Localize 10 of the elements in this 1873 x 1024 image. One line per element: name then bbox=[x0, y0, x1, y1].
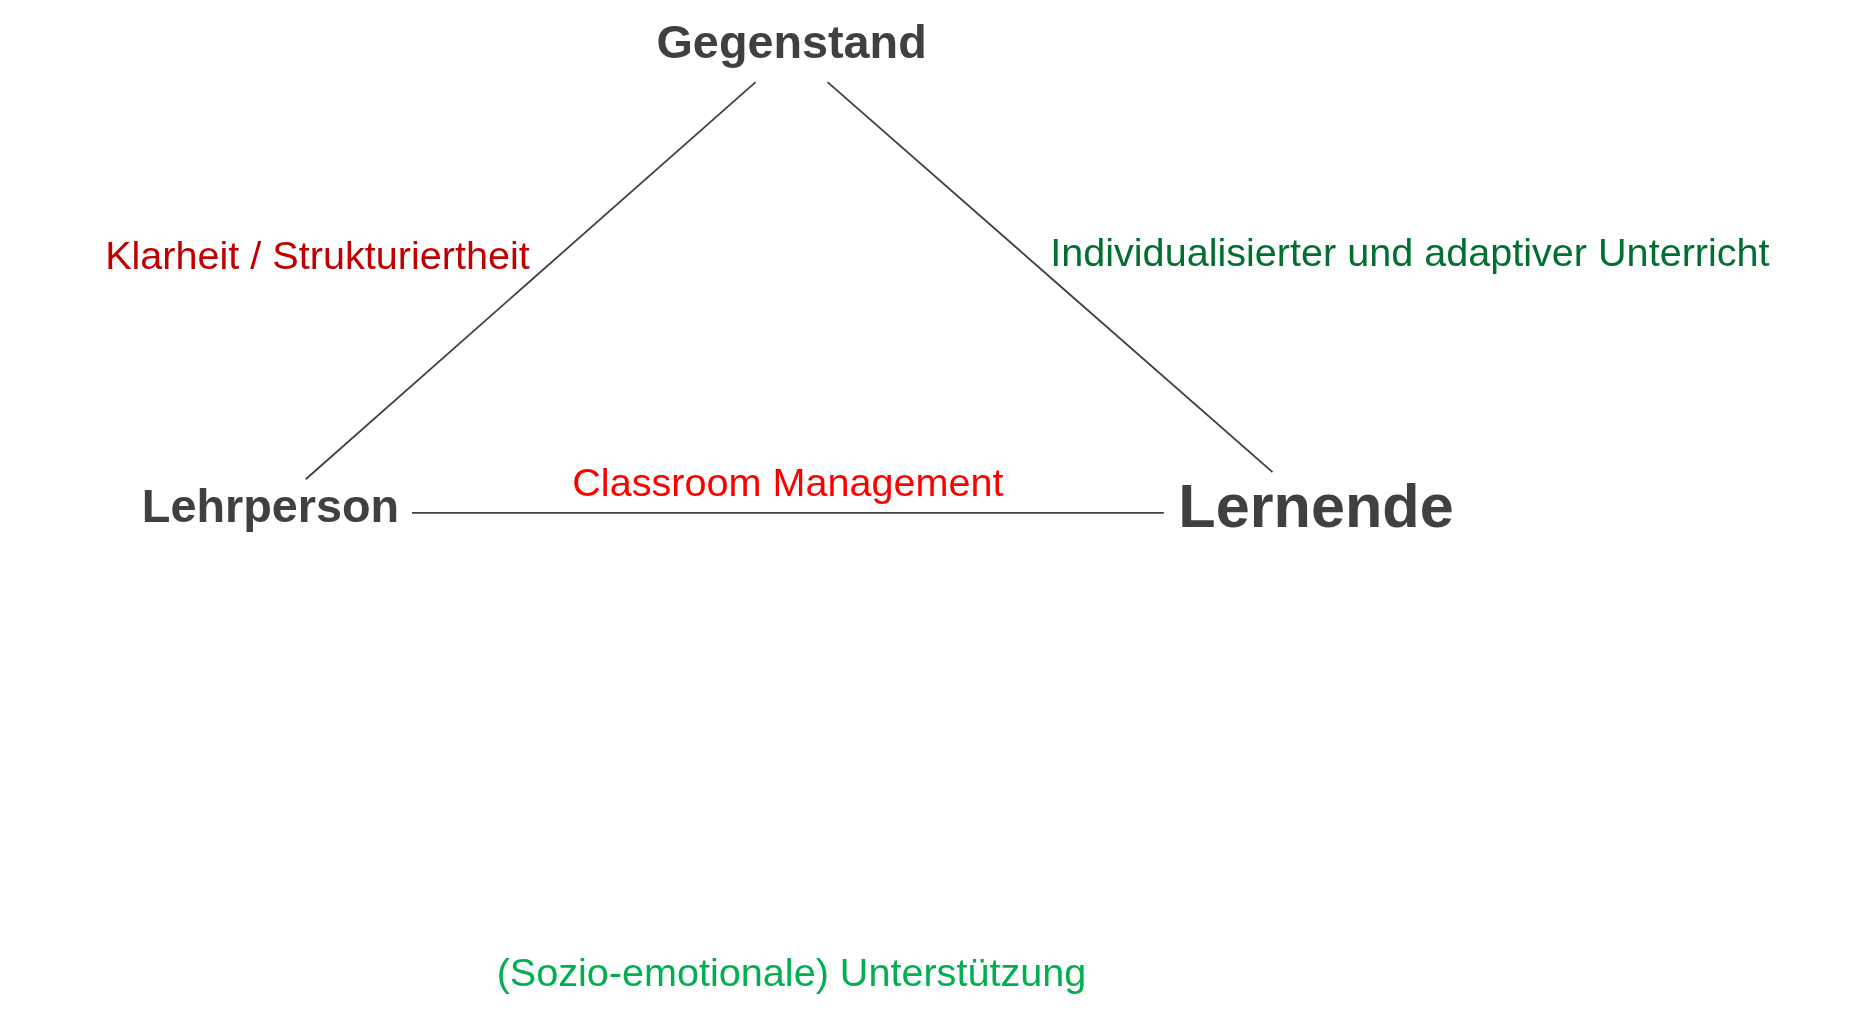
edge-label: Individualisierter und adaptiver Unterricht bbox=[1049, 229, 1770, 274]
node-text: Lehrperson bbox=[141, 480, 399, 533]
edge-label: Klarheit / Strukturiertheit bbox=[104, 233, 530, 278]
connector bbox=[304, 81, 756, 481]
edge-label: Classroom Management bbox=[571, 459, 1003, 504]
node-text: Lernende bbox=[1177, 471, 1454, 540]
node-text: Gegenstand bbox=[656, 16, 927, 69]
label: (Sozio-emotionale) Unterstützung bbox=[496, 950, 1086, 995]
connector bbox=[826, 81, 1273, 474]
connector bbox=[410, 512, 1165, 514]
